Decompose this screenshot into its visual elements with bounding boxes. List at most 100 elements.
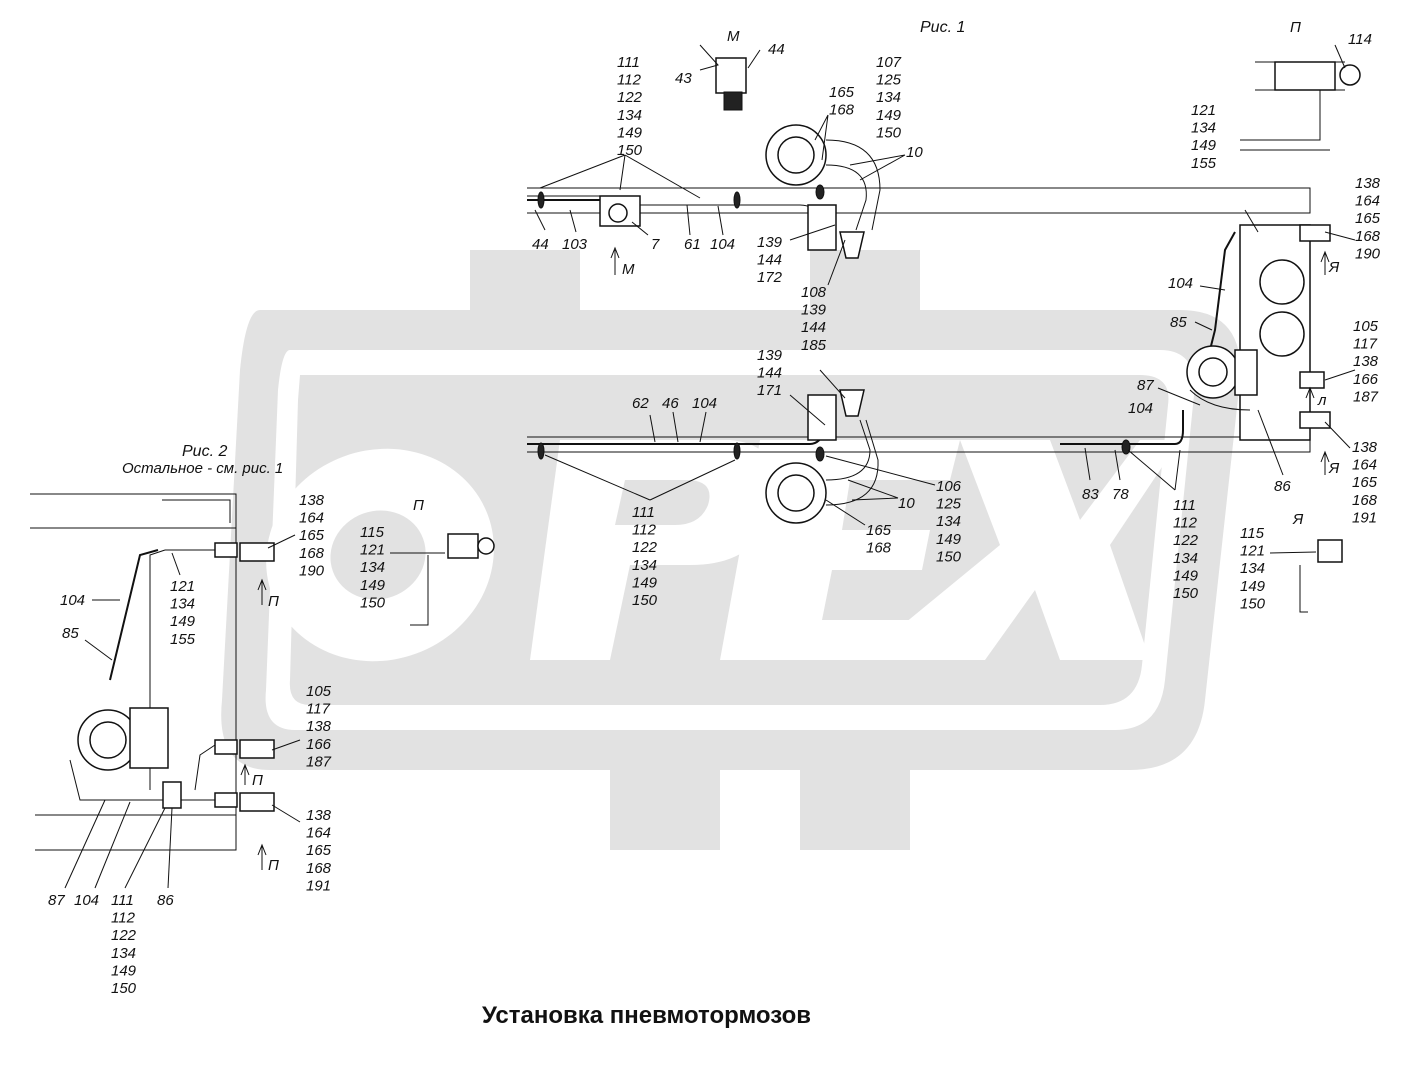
callout-85-fig2: 85 [62,625,79,642]
valve-m [715,57,747,94]
leader-43 [699,44,719,71]
fig2-valve-top-body [239,542,275,562]
view-p-valve [1274,61,1336,91]
fig2-valve-bottom [214,792,238,808]
leader-115-right [1269,551,1317,554]
leader-104-top [717,205,724,236]
pipe-clamp [815,446,825,462]
lower-coupling [839,389,865,417]
watermark-gear-tooth [610,760,720,850]
labels: Рис. 1 Рис. 2 Остальное - см. рис. 1 М М… [48,19,1381,997]
right-valve-bottom [1299,411,1331,429]
arrow-view-p-fig2-3 [257,843,267,870]
view-letter-p: П [1290,19,1301,36]
leader-7 [631,221,649,236]
fig2-lower-rail [35,814,237,851]
fig2-assembly [30,493,495,851]
leader-104-mid [699,411,707,443]
lower-bracket [807,394,837,441]
watermark-logo [221,250,1241,850]
leader-165-bottom [825,499,866,526]
callout-86-right: 86 [1274,478,1291,495]
callout-104-mid: 104 [692,395,717,412]
callout-44-top: 44 [768,41,785,58]
leader-108 [827,239,846,286]
arrow-view-p-fig2-2 [240,763,250,785]
arrow-view-ya [1320,450,1330,475]
leader-lines [64,44,1356,889]
right-valve-mid [1299,371,1325,389]
watermark-letter-p [530,440,775,660]
arrow-view-ya-top [1320,250,1330,275]
fig2-pipe-104 [109,549,159,681]
leader-111-right [1127,449,1181,491]
callout-87-fig2: 87 [48,892,65,909]
leader-138-right-bottom [1324,421,1351,449]
fig2-line-105 [194,744,216,791]
leader-85-right [1194,321,1213,331]
callout-104-right2: 104 [1128,400,1153,417]
callout-85-right: 85 [1170,314,1187,331]
leader-111-mid [544,454,736,501]
leader-165-top [814,114,829,161]
leader-105-fig2 [271,739,301,751]
view-letter-ya-top: Я [1328,259,1340,276]
callout-104-top: 104 [710,236,735,253]
leader-10-top [849,154,906,181]
pipe-clamp [537,442,545,460]
watermark-letter-o-hole [330,510,426,600]
leader-87-fig2 [64,799,106,889]
callout-62: 62 [632,395,649,412]
right-line-87 [1189,389,1251,411]
view-p-valve-head [1339,64,1361,86]
fig2-brake-chamber-inner [89,721,127,759]
view-letter-p-fig2-arrow3: П [268,857,279,874]
fig2-clamp-86 [162,781,182,809]
view-letter-m-arrow: М [622,261,635,278]
view-arrows [240,246,1330,870]
fig2-chamber-bracket [129,707,169,769]
right-pipe-104 [1209,231,1236,351]
view-letter-m: М [727,28,740,45]
view-letter-p-fig2: П [413,497,424,514]
view-letter-l: л [1317,392,1327,409]
callout-10-top: 10 [906,144,923,161]
callout-87-right: 87 [1137,377,1154,394]
callout-61: 61 [684,236,701,253]
arrow-view-p-fig2-1 [257,578,267,605]
upper-coupling [839,231,865,259]
callout-86-fig2: 86 [157,892,174,909]
fig2-view-p-valve-head [477,537,495,555]
fig2-valve-top [214,542,238,558]
fig2-valve-mid-body [239,739,275,759]
leader-114 [1334,44,1346,69]
fig2-view-p-valve [447,533,479,559]
upper-frame-rail [527,187,1311,214]
leader-111-top [539,154,701,199]
callout-46: 46 [662,395,679,412]
right-port-lower [1259,311,1305,357]
callout-78: 78 [1112,486,1129,503]
callout-104-fig2: 104 [60,592,85,609]
fig1-upper-rail [527,57,1311,259]
lower-right-pipe [1060,410,1184,445]
leader-138-right-top [1324,231,1356,241]
leader-46 [672,411,679,443]
callout-103: 103 [562,236,588,253]
right-chamber-bracket [1234,349,1258,396]
leader-104-right [1199,285,1226,291]
leader-85-fig2 [84,639,113,661]
leader-139-top [789,224,836,241]
